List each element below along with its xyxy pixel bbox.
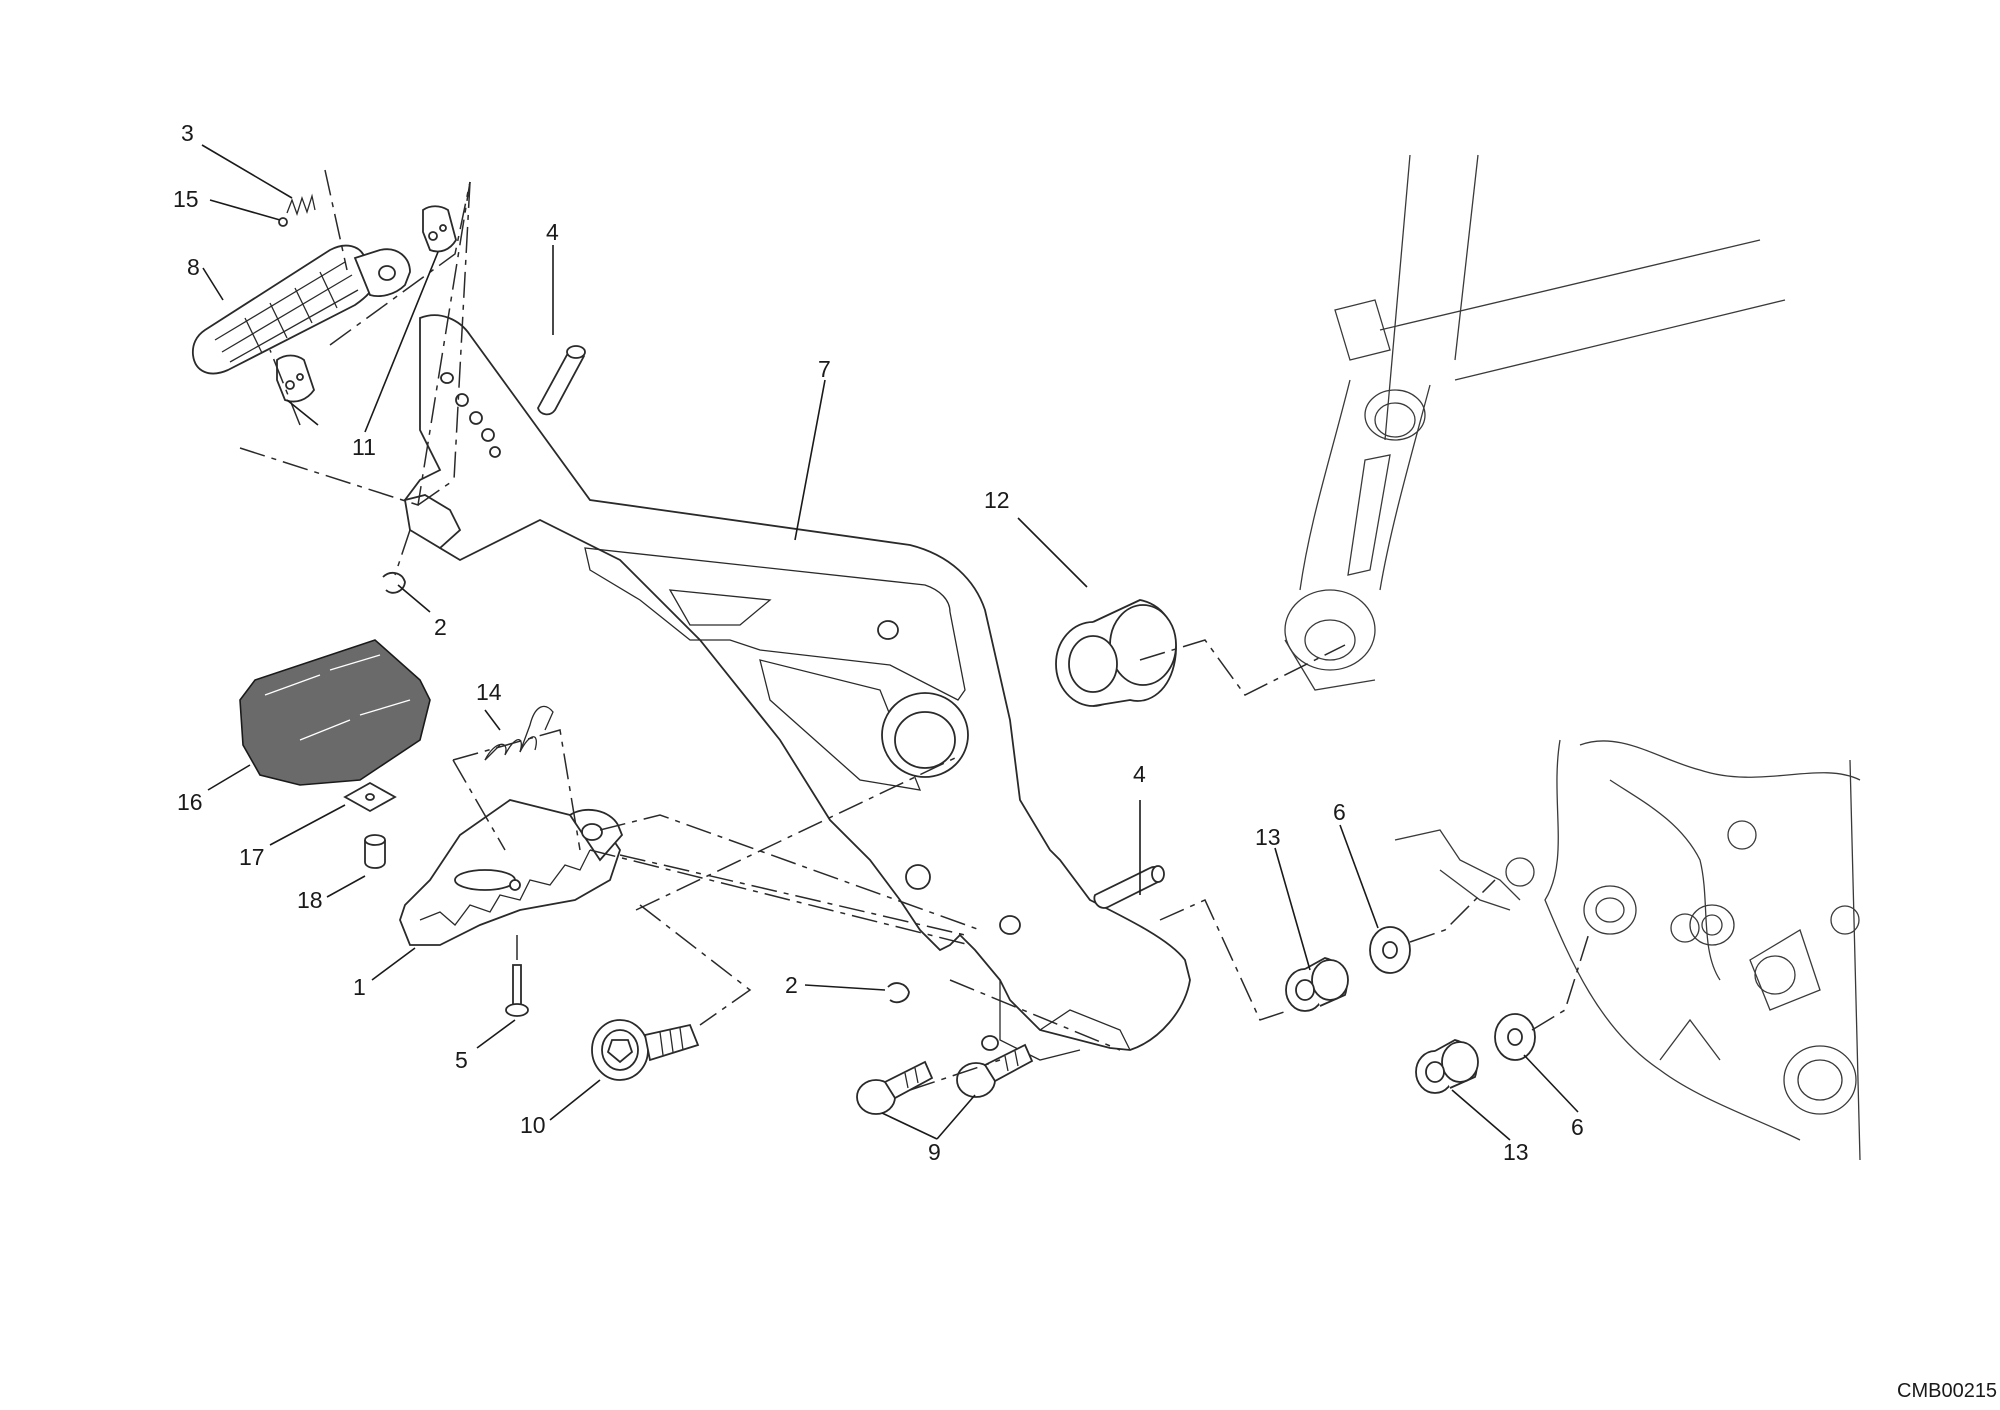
rubber-pad-part-16 xyxy=(239,639,431,786)
callout-1: 1 xyxy=(353,974,366,1000)
spacer-part-13 xyxy=(1285,957,1479,1094)
callout-18: 18 xyxy=(297,887,323,913)
callout-10: 10 xyxy=(520,1112,546,1138)
callout-9: 9 xyxy=(928,1139,941,1165)
bushing-part-12 xyxy=(1055,599,1177,707)
callout-7: 7 xyxy=(818,356,831,382)
callout-8: 8 xyxy=(187,254,200,280)
drawing-code: CMB00215 xyxy=(1897,1380,1997,1402)
callout-17: 17 xyxy=(239,844,265,870)
callout-4-upper: 4 xyxy=(546,219,559,245)
ball-part-15 xyxy=(278,217,288,227)
callout-14: 14 xyxy=(476,679,502,705)
callout-15: 15 xyxy=(173,186,199,212)
spacer-part-18 xyxy=(364,840,386,869)
pivot-bolt-part-10 xyxy=(591,1019,700,1081)
callout-6-upper: 6 xyxy=(1333,799,1346,825)
callout-5: 5 xyxy=(455,1047,468,1073)
callout-12: 12 xyxy=(984,487,1010,513)
bolt-part-9 xyxy=(856,1043,1034,1115)
spring-part-14 xyxy=(484,705,554,761)
callout-2-upper: 2 xyxy=(434,614,447,640)
footpeg-bracket-part-7 xyxy=(403,314,1191,1068)
frame-ghost xyxy=(1284,154,1786,691)
callout-11: 11 xyxy=(352,434,376,460)
callout-16: 16 xyxy=(177,789,203,815)
engine-case-ghost xyxy=(1394,739,1861,1161)
footpeg-part-1 xyxy=(399,799,624,946)
assembly-lines xyxy=(239,169,1591,1091)
spring-part-3 xyxy=(278,193,316,227)
plate-part-17 xyxy=(343,781,397,869)
screw-part-5 xyxy=(505,964,529,1017)
footpeg-rubber-part-8 xyxy=(191,244,411,375)
circlip-part-2 xyxy=(382,571,910,1004)
callouts: 3 15 8 11 4 7 2 12 14 16 17 18 1 5 10 4 … xyxy=(173,120,1584,1165)
callout-3: 3 xyxy=(181,120,194,146)
callout-2-lower: 2 xyxy=(785,972,798,998)
callout-6-lower: 6 xyxy=(1571,1114,1584,1140)
leader-lines xyxy=(201,144,1579,1141)
pin-part-4 xyxy=(537,345,1165,909)
callout-4-lower: 4 xyxy=(1133,761,1146,787)
washer-part-6 xyxy=(1369,926,1536,1061)
callout-13-lower: 13 xyxy=(1503,1139,1529,1165)
callout-13-upper: 13 xyxy=(1255,824,1281,850)
